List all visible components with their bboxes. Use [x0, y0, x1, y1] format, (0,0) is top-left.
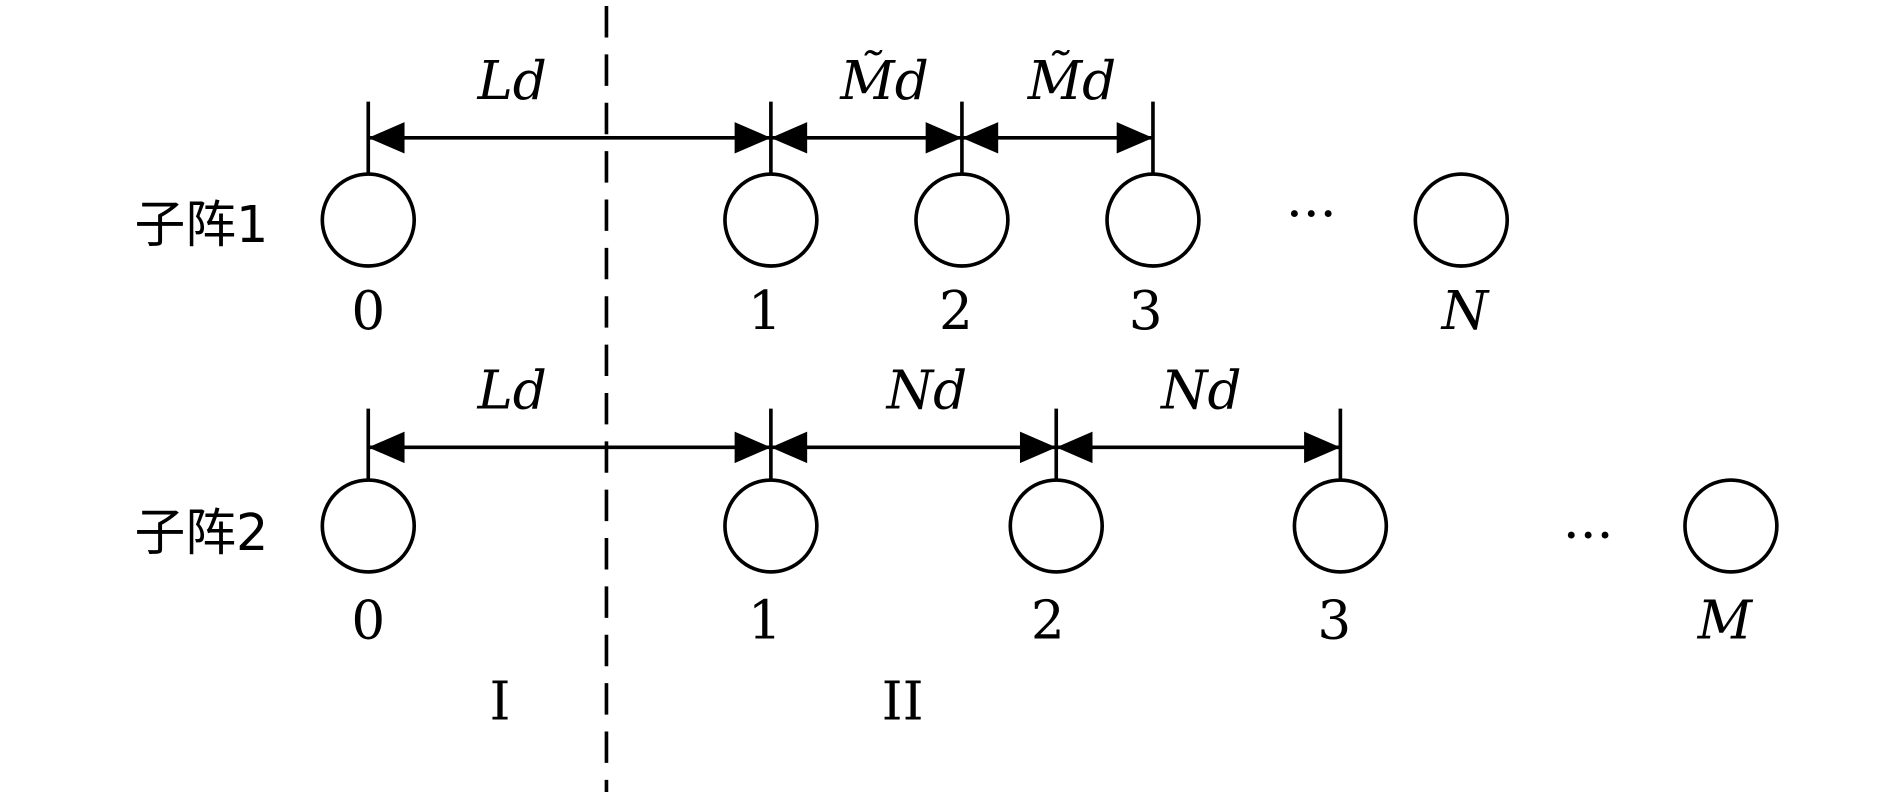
element-index-label: 0 [351, 280, 385, 342]
spacing-label: M̃d [839, 50, 929, 112]
arrowhead [734, 122, 771, 154]
element-index-label: 2 [939, 280, 973, 342]
arrowhead [1019, 431, 1057, 464]
element-index-label: 3 [1129, 280, 1163, 342]
element-index-label: 0 [351, 589, 385, 651]
array-element [1105, 172, 1201, 268]
array-element [914, 172, 1010, 268]
element-index-label: N [1440, 280, 1491, 342]
arrowhead [1304, 431, 1341, 464]
ellipsis: ··· [1286, 183, 1337, 245]
arrowhead [770, 431, 808, 464]
array-element [320, 478, 417, 574]
region-label-1: I [490, 670, 511, 732]
arrowhead [734, 431, 771, 464]
array-element [1008, 478, 1104, 574]
array-element [1683, 478, 1779, 574]
array-element [320, 172, 417, 268]
array-element [723, 478, 819, 574]
array-element [1413, 172, 1510, 268]
spacing-dimension: Nd [1056, 360, 1341, 464]
arrowhead [1116, 122, 1153, 154]
array-element [1292, 478, 1389, 574]
array-element [723, 172, 819, 268]
subarray2: 子阵2 0 1 2 3 M ··· Ld Nd Nd [134, 360, 1779, 651]
element-index-label: 2 [1031, 589, 1065, 651]
arrowhead [368, 122, 405, 154]
spacing-label: Ld [476, 50, 546, 112]
arrowhead [961, 122, 999, 154]
spacing-label: Nd [1159, 360, 1242, 422]
spacing-label: M̃d [1027, 50, 1117, 112]
arrowhead [925, 122, 962, 154]
spacing-dimension: Ld [368, 360, 771, 464]
spacing-label: Ld [476, 360, 546, 422]
arrowhead [770, 122, 808, 154]
region-label-2: II [882, 670, 924, 732]
subarray1: 子阵1 0 1 2 3 N ··· Ld M̃d M̃d [134, 50, 1510, 342]
element-index-label: 3 [1317, 589, 1351, 651]
spacing-label: Nd [885, 360, 968, 422]
spacing-dimension: M̃d [770, 50, 962, 154]
subarray-label: 子阵2 [134, 503, 268, 562]
element-index-label: M [1697, 589, 1754, 651]
ellipsis: ··· [1563, 505, 1614, 567]
arrowhead [368, 431, 405, 464]
spacing-dimension: Nd [770, 360, 1057, 464]
spacing-dimension: Ld [368, 50, 771, 154]
element-index-label: 1 [748, 589, 782, 651]
arrowhead [1056, 431, 1093, 464]
element-index-label: 1 [748, 280, 782, 342]
spacing-dimension: M̃d [961, 50, 1153, 154]
subarray-label: 子阵1 [134, 195, 268, 254]
